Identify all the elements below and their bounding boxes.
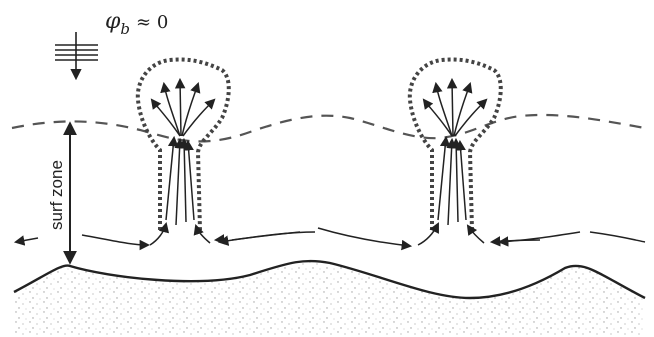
- rip-current-2: [410, 59, 501, 245]
- surf-zone-label: surf zone: [47, 160, 66, 230]
- feeder-arrow-left-2: [220, 232, 300, 242]
- rip-current-1: [138, 59, 229, 245]
- shoreline: [14, 261, 645, 337]
- breaker-angle-label: φb≈ 0: [105, 9, 168, 38]
- wave-direction-icon: [55, 32, 98, 78]
- breaker-line: [12, 115, 645, 141]
